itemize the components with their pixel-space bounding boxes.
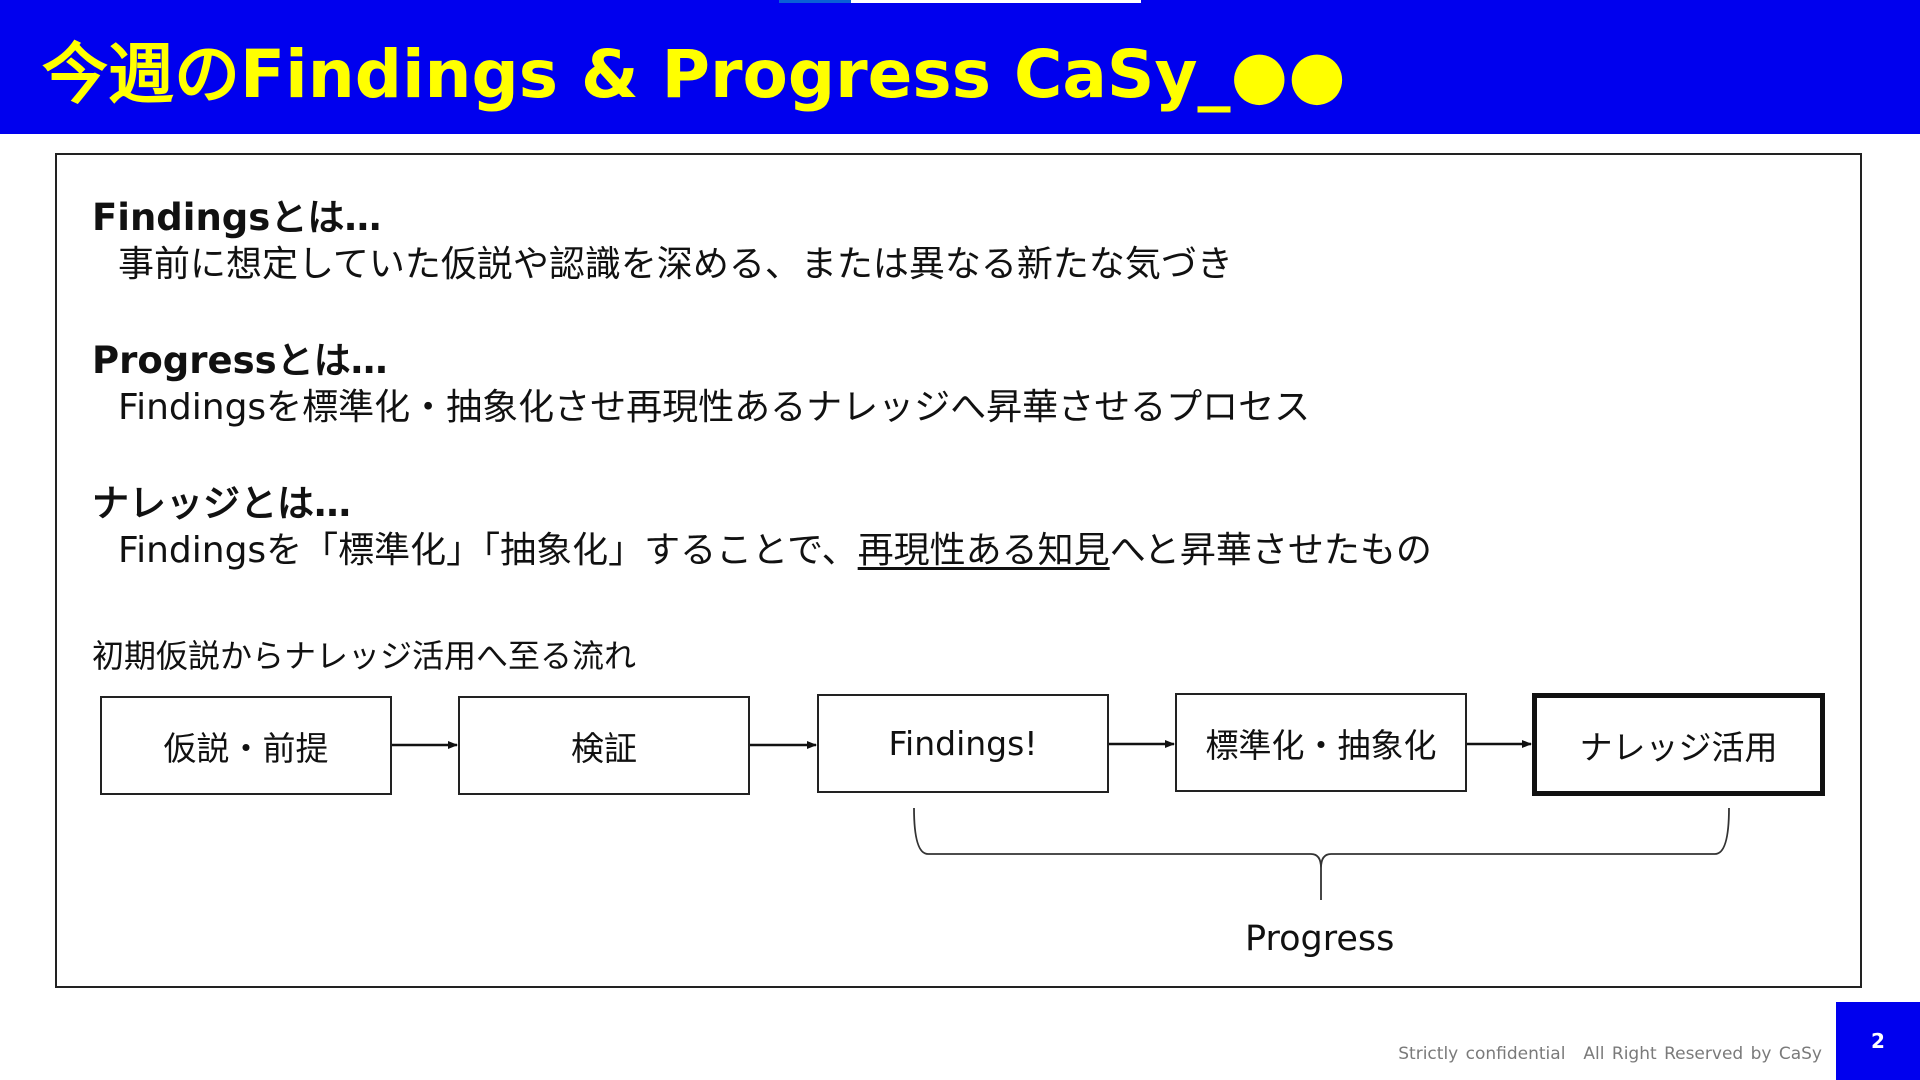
footer-confidential: Strictly confidential <box>1398 1044 1566 1064</box>
title-bar <box>0 0 1920 134</box>
knowledge-definition-heading: ナレッジとは… <box>92 482 351 525</box>
knowledge-definition-body-start: Findingsを「標準化」「抽象化」することで、 <box>118 530 858 571</box>
knowledge-definition-body: Findingsを「標準化」「抽象化」することで、再現性ある知見へと昇華させたも… <box>118 528 1432 574</box>
findings-definition-body: 事前に想定していた仮説や認識を深める、または異なる新たな気づき <box>118 244 1233 285</box>
progress-bracket-label: Progress <box>1245 919 1395 959</box>
flow-step-verification: 検証 <box>458 696 750 795</box>
findings-definition-heading: Findingsとは… <box>92 196 382 239</box>
content-frame <box>55 153 1862 988</box>
progress-definition-heading: Progressとは… <box>92 339 388 382</box>
footer-notice: Strictly confidential All Right Reserved … <box>1398 1044 1822 1064</box>
page-number-badge: 2 <box>1836 1002 1920 1080</box>
footer-rights: All Right Reserved by CaSy <box>1583 1044 1822 1064</box>
page-number: 2 <box>1871 1029 1885 1053</box>
flow-caption: 初期仮説からナレッジ活用へ至る流れ <box>92 637 637 675</box>
flow-step-standardize-abstract: 標準化・抽象化 <box>1175 693 1467 792</box>
knowledge-definition-emphasis: 再現性ある知見 <box>857 530 1110 571</box>
flow-step-findings: Findings! <box>817 694 1109 793</box>
top-accent-line-light <box>851 0 1141 3</box>
top-accent-line <box>779 0 851 3</box>
slide-title: 今週のFindings & Progress CaSy_●● <box>42 36 1346 113</box>
knowledge-definition-body-end: へと昇華させたもの <box>1109 530 1432 571</box>
progress-definition-body: Findingsを標準化・抽象化させ再現性あるナレッジへ昇華させるプロセス <box>118 387 1311 428</box>
flow-step-knowledge-use: ナレッジ活用 <box>1532 693 1825 796</box>
flow-step-hypothesis: 仮説・前提 <box>100 696 392 795</box>
